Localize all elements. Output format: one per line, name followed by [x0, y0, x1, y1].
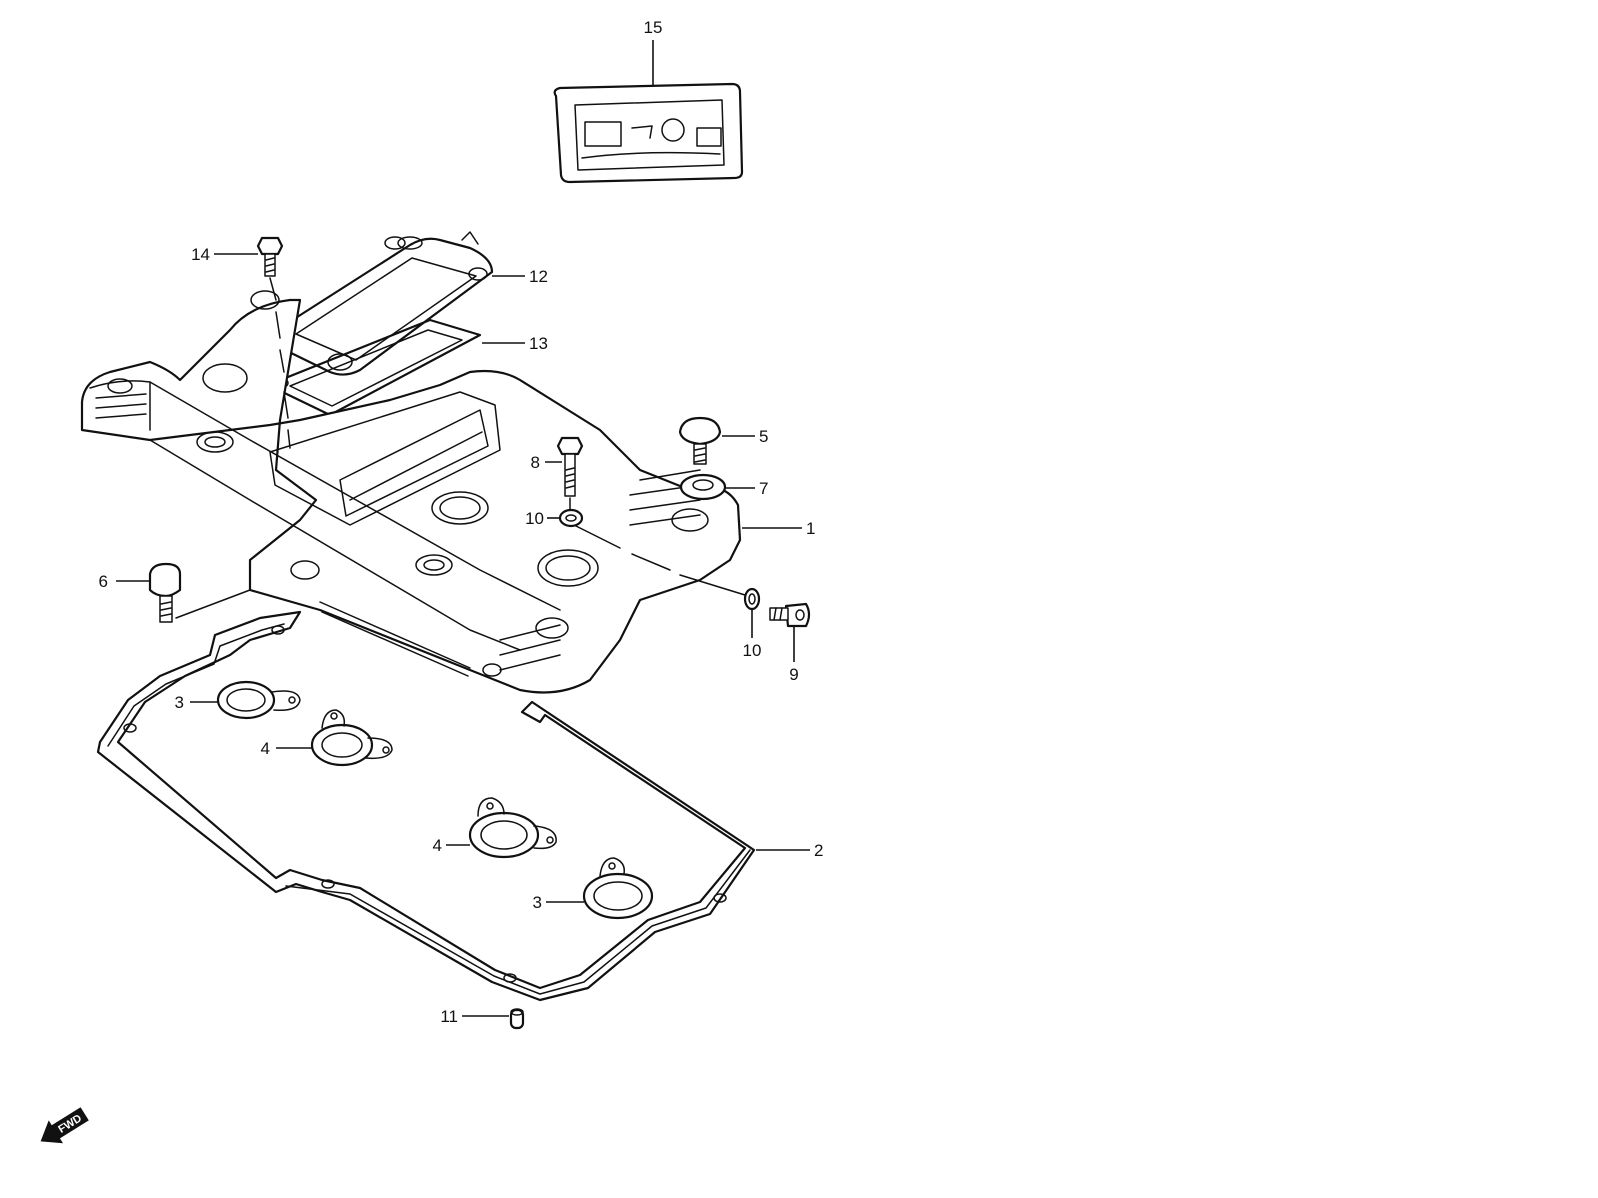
part-7-washer: [679, 473, 727, 501]
fwd-arrow: FWD: [40, 1107, 89, 1144]
callout-14: 14: [191, 245, 210, 264]
part-12-breather-cover: [275, 231, 494, 376]
callout-7: 7: [759, 479, 768, 498]
callout-3-lower: 3: [533, 893, 542, 912]
callout-5: 5: [759, 427, 768, 446]
callout-1: 1: [806, 519, 815, 538]
part-6-cap-bolt: [148, 562, 182, 623]
callout-6: 6: [99, 572, 108, 591]
arrow-icon: [40, 1107, 89, 1144]
callout-8: 8: [531, 453, 540, 472]
callout-3-upper: 3: [175, 693, 184, 712]
assembly-guide-lines: [175, 277, 746, 619]
callout-12: 12: [529, 267, 548, 286]
part-3-seal-a: [216, 680, 301, 720]
part-1-cylinder-head-cover: [80, 236, 742, 694]
part-3-seal-b: [582, 857, 654, 920]
part-4-seal-b: [468, 797, 557, 859]
callout-13: 13: [529, 334, 548, 353]
callout-10-lower: 10: [743, 641, 762, 660]
part-11-dowel: [509, 1008, 525, 1030]
callout-9: 9: [789, 665, 798, 684]
part-2-cover-gasket: [96, 610, 756, 1002]
part-14-bolt: [256, 236, 284, 277]
callout-2: 2: [814, 841, 823, 860]
callout-10-upper: 10: [525, 509, 544, 528]
callout-4-upper: 4: [261, 739, 270, 758]
part-15-label-plate: [553, 82, 744, 184]
leader-lines: [116, 40, 810, 1017]
callout-labels: 15 14 12 13 5 8 7 10 1 6 10 9 3 4 2 4 3 …: [99, 18, 824, 1026]
part-4-seal-a: [310, 709, 393, 767]
part-5-cap-bolt: [678, 416, 722, 465]
callout-4-lower: 4: [433, 836, 442, 855]
callout-11: 11: [440, 1007, 458, 1026]
part-8-bolt: [556, 436, 584, 497]
callout-15: 15: [644, 18, 663, 37]
part-10-washer-a: [558, 508, 584, 528]
part-9-bolt: [769, 602, 811, 628]
part-10-washer-b: [743, 587, 761, 611]
